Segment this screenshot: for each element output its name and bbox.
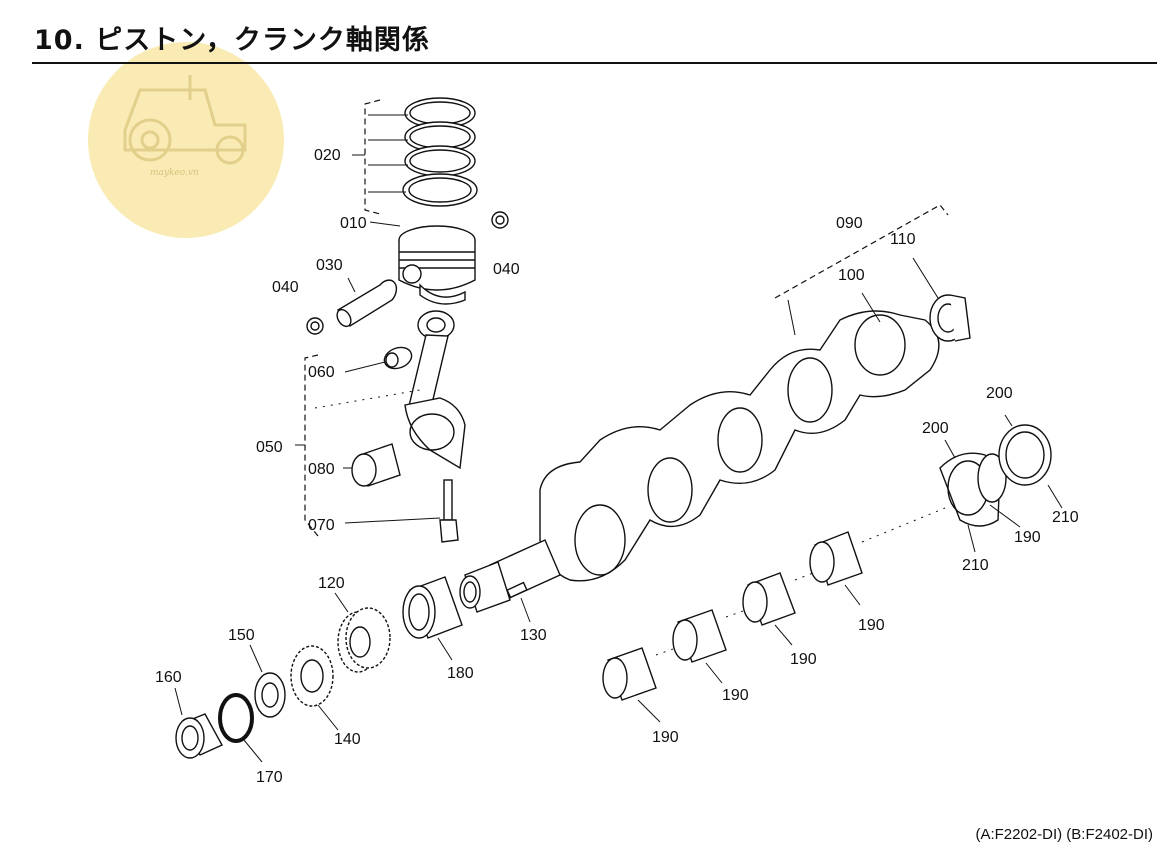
page-title: 10. ピストン，クランク軸関係	[34, 25, 430, 56]
model-footer: (A:F2202-DI) (B:F2402-DI)	[975, 826, 1153, 843]
label-130: 130	[520, 627, 547, 644]
label-030: 030	[316, 257, 343, 274]
tractor-icon	[123, 75, 247, 165]
label-070: 070	[308, 517, 335, 534]
label-100: 100	[838, 267, 865, 284]
snap-ring-right	[491, 211, 509, 229]
label-190-c: 190	[790, 651, 817, 668]
con-rod-bearing	[351, 443, 401, 487]
label-020: 020	[314, 147, 341, 164]
label-200-top: 200	[986, 385, 1013, 402]
watermark-logo	[88, 42, 284, 238]
label-190-a: 190	[1014, 529, 1041, 546]
front-bearing	[402, 576, 463, 639]
label-010: 010	[340, 215, 367, 232]
label-160: 160	[155, 669, 182, 686]
label-050: 050	[256, 439, 283, 456]
label-190-e: 190	[652, 729, 679, 746]
main-bearing-4	[602, 647, 657, 701]
label-180: 180	[447, 665, 474, 682]
piston-pin	[336, 279, 398, 328]
oil-seal-rear	[929, 294, 971, 342]
title-rule	[32, 62, 1157, 64]
crankshaft	[459, 310, 940, 613]
label-150: 150	[228, 627, 255, 644]
piston	[398, 225, 476, 305]
label-190-d: 190	[722, 687, 749, 704]
watermark-text: maykeo.vn	[150, 168, 199, 178]
main-bearing-case	[939, 452, 1007, 527]
label-040-left: 040	[272, 279, 299, 296]
front-oil-seal	[175, 713, 223, 759]
label-170: 170	[256, 769, 283, 786]
label-190-b: 190	[858, 617, 885, 634]
label-110: 110	[890, 231, 916, 248]
label-040-right: 040	[493, 261, 520, 278]
main-bearing-2	[742, 572, 796, 626]
con-rod-bolt	[439, 479, 459, 543]
thrust-washer	[998, 424, 1052, 486]
main-bearing-3	[672, 609, 727, 663]
label-120: 120	[318, 575, 345, 592]
o-ring	[218, 693, 254, 743]
label-210-right: 210	[1052, 509, 1079, 526]
crank-gear	[337, 607, 391, 673]
connecting-rod	[404, 310, 466, 470]
label-140: 140	[334, 731, 361, 748]
label-200-mid: 200	[922, 420, 949, 437]
label-090: 090	[836, 215, 863, 232]
oil-pump-gear	[290, 645, 334, 707]
label-210-bottom: 210	[962, 557, 989, 574]
snap-ring-left	[306, 317, 324, 335]
collar	[254, 672, 286, 718]
piston-rings	[402, 97, 478, 207]
main-bearing-1	[809, 531, 863, 586]
label-060: 060	[308, 364, 335, 381]
label-080: 080	[308, 461, 335, 478]
crank-key	[506, 581, 528, 599]
small-end-bushing	[383, 346, 413, 370]
